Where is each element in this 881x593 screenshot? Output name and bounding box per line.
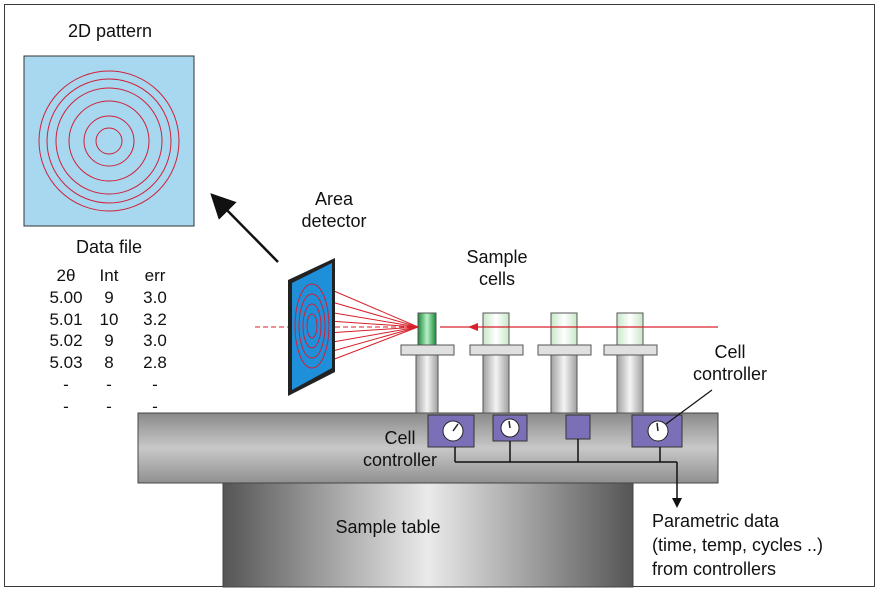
parametric-line1: Parametric data bbox=[652, 511, 780, 531]
data-file-cell: 3.0 bbox=[143, 287, 167, 307]
controller-wiring bbox=[454, 439, 678, 500]
sample-cells-line1: Sample bbox=[466, 247, 528, 267]
cell-controller-left-line1: Cell bbox=[384, 428, 416, 448]
data-file-cell: 10 bbox=[99, 309, 119, 329]
sample-cell-4 bbox=[603, 312, 658, 414]
data-file-cell: 8 bbox=[104, 353, 114, 373]
data-file-cell: 5.03 bbox=[49, 353, 83, 373]
cell-controller-right-line1: Cell bbox=[714, 342, 746, 362]
controller-3 bbox=[565, 414, 591, 440]
sample-cells-line2: cells bbox=[478, 268, 515, 289]
controller-1 bbox=[427, 414, 475, 448]
cell-controller-right-line2: controller bbox=[692, 363, 768, 384]
parametric-line2: (time, temp, cycles ..) bbox=[652, 535, 824, 555]
detector-to-pattern-arrow bbox=[210, 193, 279, 263]
parametric-label: Parametric data (time, temp, cycles ..) … bbox=[652, 509, 823, 581]
cell-controller-pointer bbox=[665, 389, 713, 425]
sample-table-base bbox=[222, 481, 634, 588]
data-file-cell: - bbox=[63, 375, 69, 394]
data-file-cell: - bbox=[106, 375, 112, 394]
data-file-cell: 2.8 bbox=[143, 353, 167, 373]
sample-cell-1 bbox=[400, 312, 455, 414]
cell-controller-left-line2: controller bbox=[362, 449, 438, 470]
data-file-cell: 9 bbox=[104, 331, 114, 351]
data-file-header-cell: 2θ bbox=[56, 266, 76, 285]
sample-cell-2 bbox=[469, 312, 524, 414]
cell-controller-right-label: Cell controller bbox=[680, 342, 780, 385]
area-detector-line2: detector bbox=[301, 210, 367, 231]
data-file-cell: 3.0 bbox=[143, 331, 167, 351]
area-detector bbox=[288, 258, 335, 396]
cell-controller-left-label: Cell controller bbox=[350, 428, 450, 471]
data-file-cell: 9 bbox=[104, 287, 114, 307]
data-file-header-cell: err bbox=[144, 266, 166, 285]
data-file-header-cell: Int bbox=[99, 266, 119, 285]
area-detector-label: Area detector bbox=[290, 189, 378, 232]
data-file-cell: 5.02 bbox=[49, 331, 83, 351]
sample-cell-3 bbox=[537, 312, 592, 414]
parametric-arrowhead bbox=[672, 498, 682, 508]
data-file-title: Data file bbox=[75, 237, 143, 257]
data-file-cell: 5.00 bbox=[49, 287, 83, 307]
data-file-cell: - bbox=[152, 396, 158, 416]
area-detector-line1: Area bbox=[314, 189, 354, 209]
controller-4 bbox=[631, 414, 683, 448]
data-file-cell: - bbox=[152, 375, 158, 394]
data-file-cell: 3.2 bbox=[143, 309, 167, 329]
sample-cells-label: Sample cells bbox=[455, 247, 539, 290]
data-file-cell: - bbox=[63, 396, 69, 416]
beam-arrowhead bbox=[468, 323, 478, 331]
controller-2 bbox=[492, 414, 528, 442]
pattern-image bbox=[23, 55, 195, 227]
data-file-cell: - bbox=[106, 396, 112, 416]
sample-table-label: Sample table bbox=[335, 517, 441, 537]
parametric-line3: from controllers bbox=[652, 559, 777, 579]
data-file-cell: 5.01 bbox=[49, 309, 83, 329]
pattern-title: 2D pattern bbox=[67, 21, 153, 41]
